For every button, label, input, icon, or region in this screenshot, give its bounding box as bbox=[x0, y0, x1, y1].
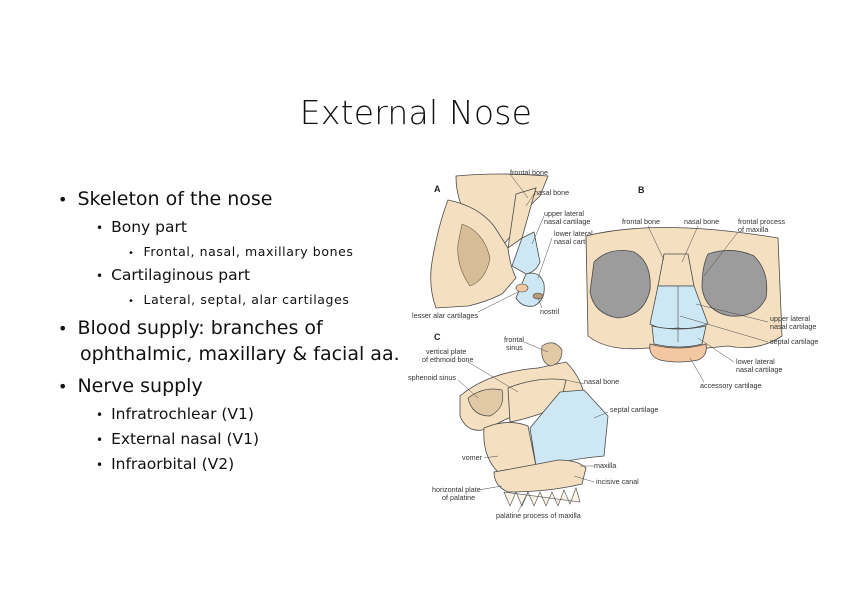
label-c-nasal-bone: nasal bone bbox=[584, 377, 619, 386]
bullet-item: • Infratrochlear (V1) bbox=[96, 405, 254, 423]
label-b-accessory: accessory cartilage bbox=[700, 381, 762, 390]
label-nasal-cartilage-2: nasal cartilage bbox=[554, 237, 600, 246]
bullet-item-continuation: ophthalmic, maxillary & facial aa. bbox=[80, 343, 400, 365]
bullet-item: • Lateral, septal, alar cartilages bbox=[128, 292, 349, 307]
left-orbit-shape bbox=[589, 249, 651, 319]
bullet-glyph: • bbox=[58, 190, 68, 209]
bullet-text: ophthalmic, maxillary & facial aa. bbox=[80, 343, 400, 365]
bullet-item: • Infraorbital (V2) bbox=[96, 455, 234, 473]
label-c-maxilla: maxilla bbox=[594, 461, 616, 470]
bullet-glyph: • bbox=[128, 248, 135, 259]
label-nasal-bone: nasal bone bbox=[534, 188, 569, 197]
bullet-glyph: • bbox=[58, 377, 68, 396]
label-b-nasal-cartilage: nasal cartilage bbox=[770, 322, 816, 331]
label-c-palatine-process: palatine process of maxilla bbox=[496, 511, 581, 520]
panel-c-letter: C bbox=[434, 332, 441, 342]
bullet-text: Infratrochlear (V1) bbox=[111, 405, 254, 423]
bullet-glyph: • bbox=[96, 269, 104, 283]
label-c-sinus: sinus bbox=[506, 343, 523, 352]
panel-b-letter: B bbox=[638, 185, 645, 195]
label-lesser-alar: lesser alar cartilages bbox=[412, 311, 478, 320]
bullet-item: • Bony part bbox=[96, 218, 187, 236]
label-b-upper-lateral: upper lateral bbox=[770, 314, 810, 323]
nostril-shape bbox=[532, 292, 544, 300]
bullet-text: Bony part bbox=[111, 218, 187, 236]
label-c-of-palatine: of palatine bbox=[442, 493, 475, 502]
bullet-glyph: • bbox=[96, 458, 104, 472]
right-orbit-shape bbox=[701, 250, 768, 317]
label-b-of-maxilla: of maxilla bbox=[738, 225, 768, 234]
slide-title: External Nose bbox=[299, 93, 533, 132]
label-b-nasal-bone: nasal bone bbox=[684, 217, 719, 226]
label-c-of-ethmoid: of ethmoid bone bbox=[422, 355, 474, 364]
nose-anatomy-figure: A frontal bone nasal bone upper lateral … bbox=[398, 166, 842, 528]
bullet-item: • Frontal, nasal, maxillary bones bbox=[128, 244, 354, 259]
bullet-glyph: • bbox=[58, 319, 68, 338]
bullet-item: • Cartilaginous part bbox=[96, 266, 250, 284]
panel-a-letter: A bbox=[434, 184, 441, 194]
accessory-cartilage-b-shape bbox=[649, 343, 707, 363]
label-b-lower-lateral: lower lateral bbox=[736, 357, 775, 366]
label-b-septal-cartilage: septal cartilage bbox=[770, 337, 818, 346]
label-b-frontal-bone: frontal bone bbox=[622, 217, 660, 226]
bullet-text: External nasal (V1) bbox=[111, 430, 260, 448]
frontal-sinus-shape bbox=[541, 342, 563, 367]
bullet-text: Lateral, septal, alar cartilages bbox=[143, 292, 350, 307]
maxilla-c-shape bbox=[493, 459, 587, 493]
bullet-item: • Nerve supply bbox=[58, 375, 203, 397]
lower-lateral-cartilage-b-shape bbox=[651, 325, 707, 348]
bullet-text: Nerve supply bbox=[77, 375, 203, 397]
bullet-item: • Blood supply: branches of bbox=[58, 317, 323, 339]
sphenoid-sinus-shape bbox=[467, 388, 504, 417]
label-nostril: nostril bbox=[540, 307, 560, 316]
label-c-incisive: incisive canal bbox=[596, 477, 639, 486]
orbit-shadow bbox=[457, 223, 491, 287]
bullet-text: Skeleton of the nose bbox=[77, 188, 273, 210]
label-nasal-cartilage-1: nasal cartilage bbox=[544, 217, 590, 226]
lesser-alar-cartilage-shape bbox=[515, 283, 529, 293]
label-c-septal: septal cartilage bbox=[610, 405, 658, 414]
label-c-vomer: vomer bbox=[462, 453, 483, 462]
bullet-text: Infraorbital (V2) bbox=[111, 455, 235, 473]
label-c-horizontal: horizontal plate bbox=[432, 485, 481, 494]
label-lower-lateral: lower lateral bbox=[554, 229, 593, 238]
label-c-sphenoid: sphenoid sinus bbox=[408, 373, 456, 382]
panel-c-sagittal-view: C frontal sinus vertical plate of ethmoi… bbox=[408, 332, 658, 520]
bullet-glyph: • bbox=[128, 296, 135, 307]
bullet-glyph: • bbox=[96, 433, 104, 447]
label-frontal-bone: frontal bone bbox=[510, 168, 548, 177]
label-c-frontal: frontal bbox=[504, 335, 524, 344]
panel-b-frontal-view: B frontal bone nasal bone frontal proces… bbox=[585, 185, 818, 390]
bullet-glyph: • bbox=[96, 221, 104, 235]
panel-a-lateral-view: A frontal bone nasal bone upper lateral … bbox=[412, 168, 600, 320]
label-b-nasal-cartilage-2: nasal cartilage bbox=[736, 365, 782, 374]
bullet-item: • External nasal (V1) bbox=[96, 430, 259, 448]
bullet-glyph: • bbox=[96, 408, 104, 422]
label-c-vertical-plate: vertical plate bbox=[426, 347, 466, 356]
bullet-text: Cartilaginous part bbox=[111, 266, 251, 284]
bullet-item: • Skeleton of the nose bbox=[58, 188, 272, 210]
bullet-text: Frontal, nasal, maxillary bones bbox=[143, 244, 354, 259]
label-upper-lateral: upper lateral bbox=[544, 209, 584, 218]
bullet-text: Blood supply: branches of bbox=[77, 317, 323, 339]
label-b-frontal-process: frontal process bbox=[738, 217, 786, 226]
anatomy-illustration: A frontal bone nasal bone upper lateral … bbox=[408, 168, 818, 520]
